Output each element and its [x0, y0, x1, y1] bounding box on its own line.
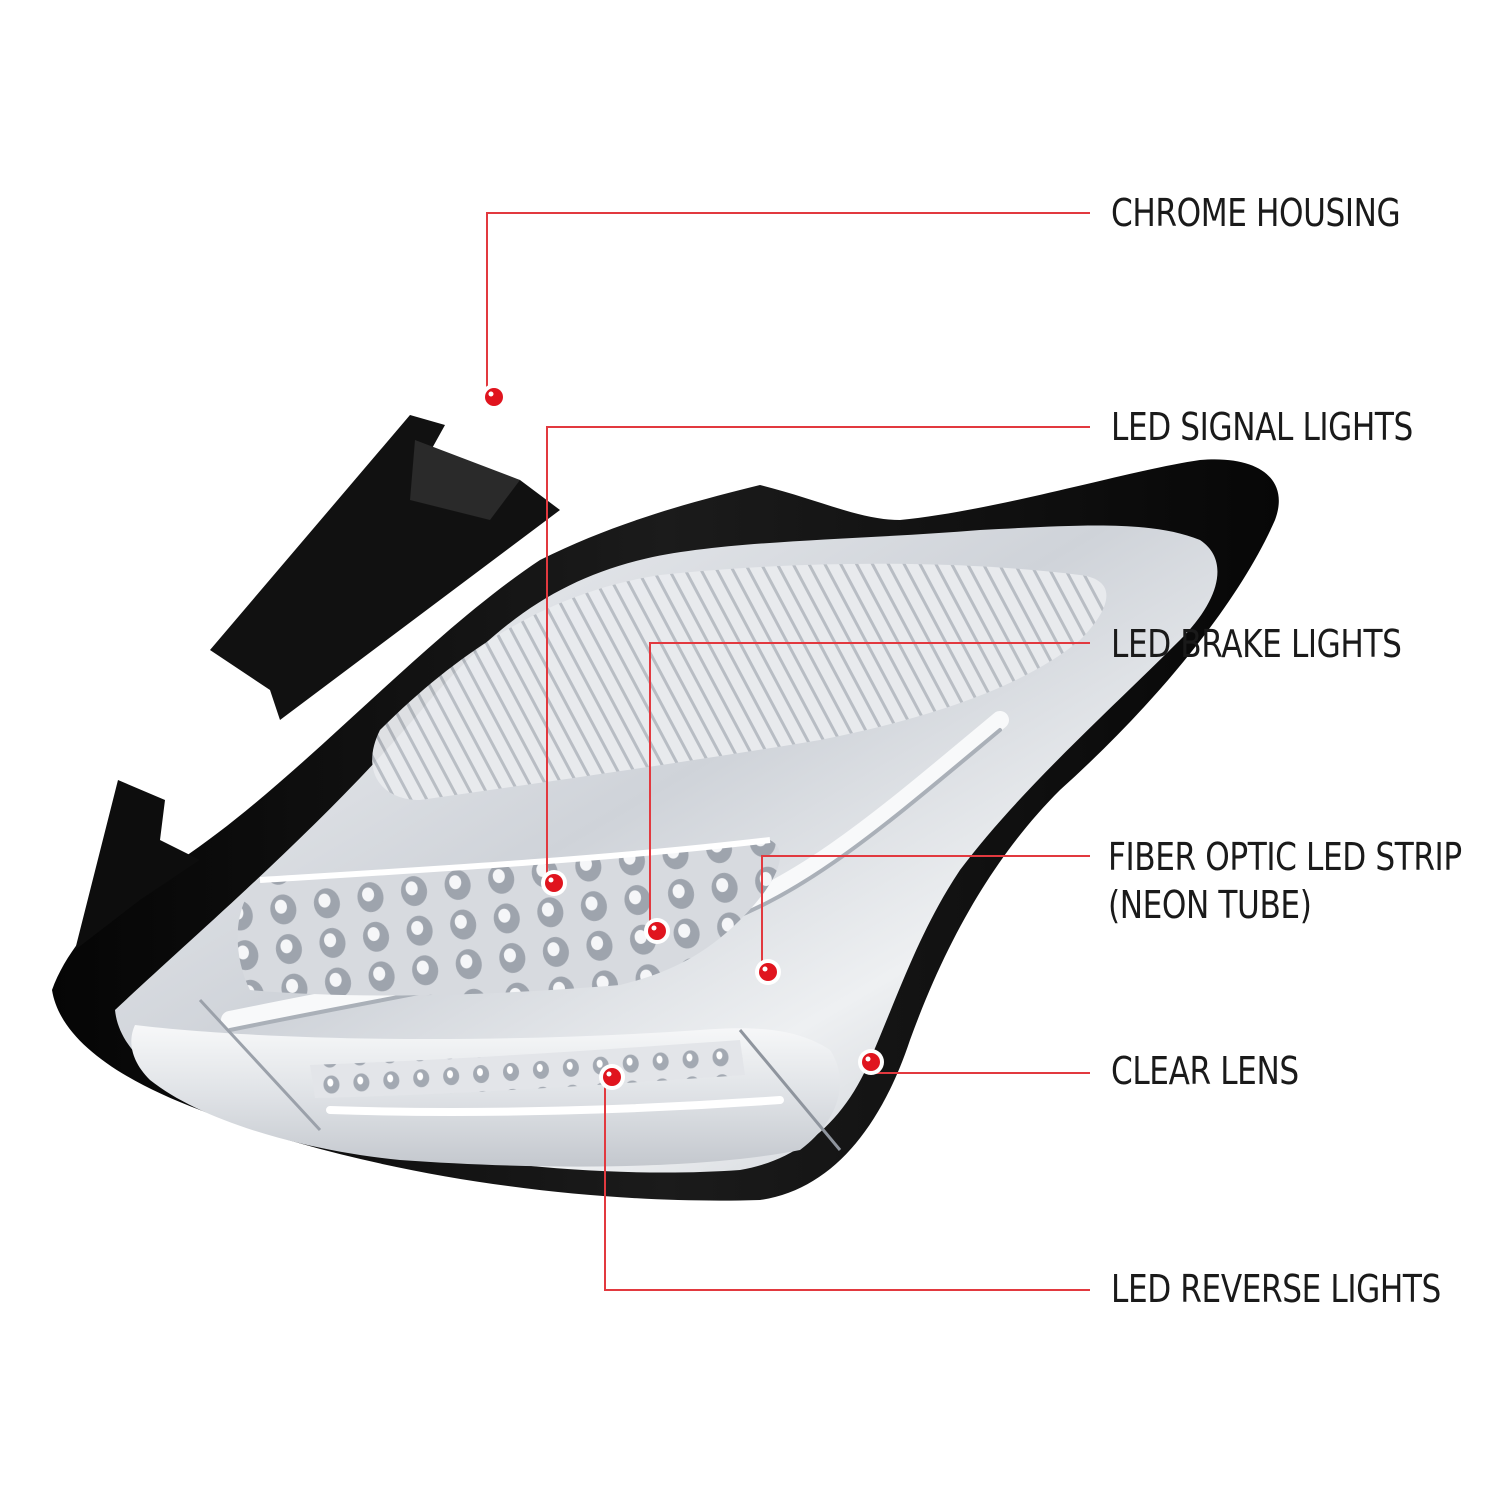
- callout-dot-fiber-optic-led-strip: [759, 963, 777, 981]
- leader-line-led-signal-lights: [546, 426, 1090, 880]
- callout-dot-led-signal-lights: [545, 874, 563, 892]
- callout-dot-shine-clear-lens: [865, 1056, 871, 1062]
- label-led-reverse-lights: LED REVERSE LIGHTS: [1111, 1265, 1441, 1313]
- label-chrome-housing: CHROME HOUSING: [1111, 189, 1401, 237]
- label-led-reverse-lights-line-1: LED REVERSE LIGHTS: [1111, 1267, 1441, 1311]
- label-clear-lens-line-1: CLEAR LENS: [1111, 1049, 1299, 1093]
- callout-dot-led-brake-lights: [648, 922, 666, 940]
- reverse-led-row: [310, 1040, 745, 1098]
- label-chrome-housing-line-1: CHROME HOUSING: [1111, 191, 1401, 235]
- label-led-brake-lights-line-1: LED BRAKE LIGHTS: [1111, 622, 1402, 666]
- callout-dots: [481, 384, 884, 1090]
- label-fiber-optic-led-strip-line-1: FIBER OPTIC LED STRIP: [1108, 835, 1462, 879]
- label-fiber-optic-led-strip-line-2: (NEON TUBE): [1108, 883, 1312, 927]
- mounting-bracket-lower: [75, 780, 200, 950]
- leader-line-clear-lens: [871, 1062, 1090, 1074]
- callout-dot-led-reverse-lights: [603, 1068, 621, 1086]
- callout-dot-shine-led-signal-lights: [548, 877, 554, 883]
- label-led-brake-lights: LED BRAKE LIGHTS: [1111, 620, 1402, 668]
- label-led-signal-lights: LED SIGNAL LIGHTS: [1111, 403, 1413, 451]
- callout-dot-chrome-housing: [485, 388, 503, 406]
- callout-dot-shine-led-reverse-lights: [606, 1071, 612, 1077]
- label-clear-lens: CLEAR LENS: [1111, 1047, 1299, 1095]
- leader-line-fiber-optic-led-strip: [761, 855, 1090, 969]
- callout-dot-shine-chrome-housing: [488, 391, 494, 397]
- led-cluster: [237, 840, 780, 996]
- leader-line-led-brake-lights: [649, 642, 1090, 927]
- mounting-bracket-tab: [410, 440, 520, 520]
- callout-dot-shine-led-brake-lights: [651, 925, 657, 931]
- callout-dot-clear-lens: [862, 1053, 880, 1071]
- label-fiber-optic-led-strip: FIBER OPTIC LED STRIP (NEON TUBE): [1108, 833, 1462, 929]
- leader-line-led-reverse-lights: [604, 1078, 1090, 1291]
- label-led-signal-lights-line-1: LED SIGNAL LIGHTS: [1111, 405, 1413, 449]
- callout-dot-shine-fiber-optic-led-strip: [762, 966, 768, 972]
- leader-line-chrome-housing: [486, 212, 1090, 397]
- ribbed-reflector: [372, 563, 1107, 800]
